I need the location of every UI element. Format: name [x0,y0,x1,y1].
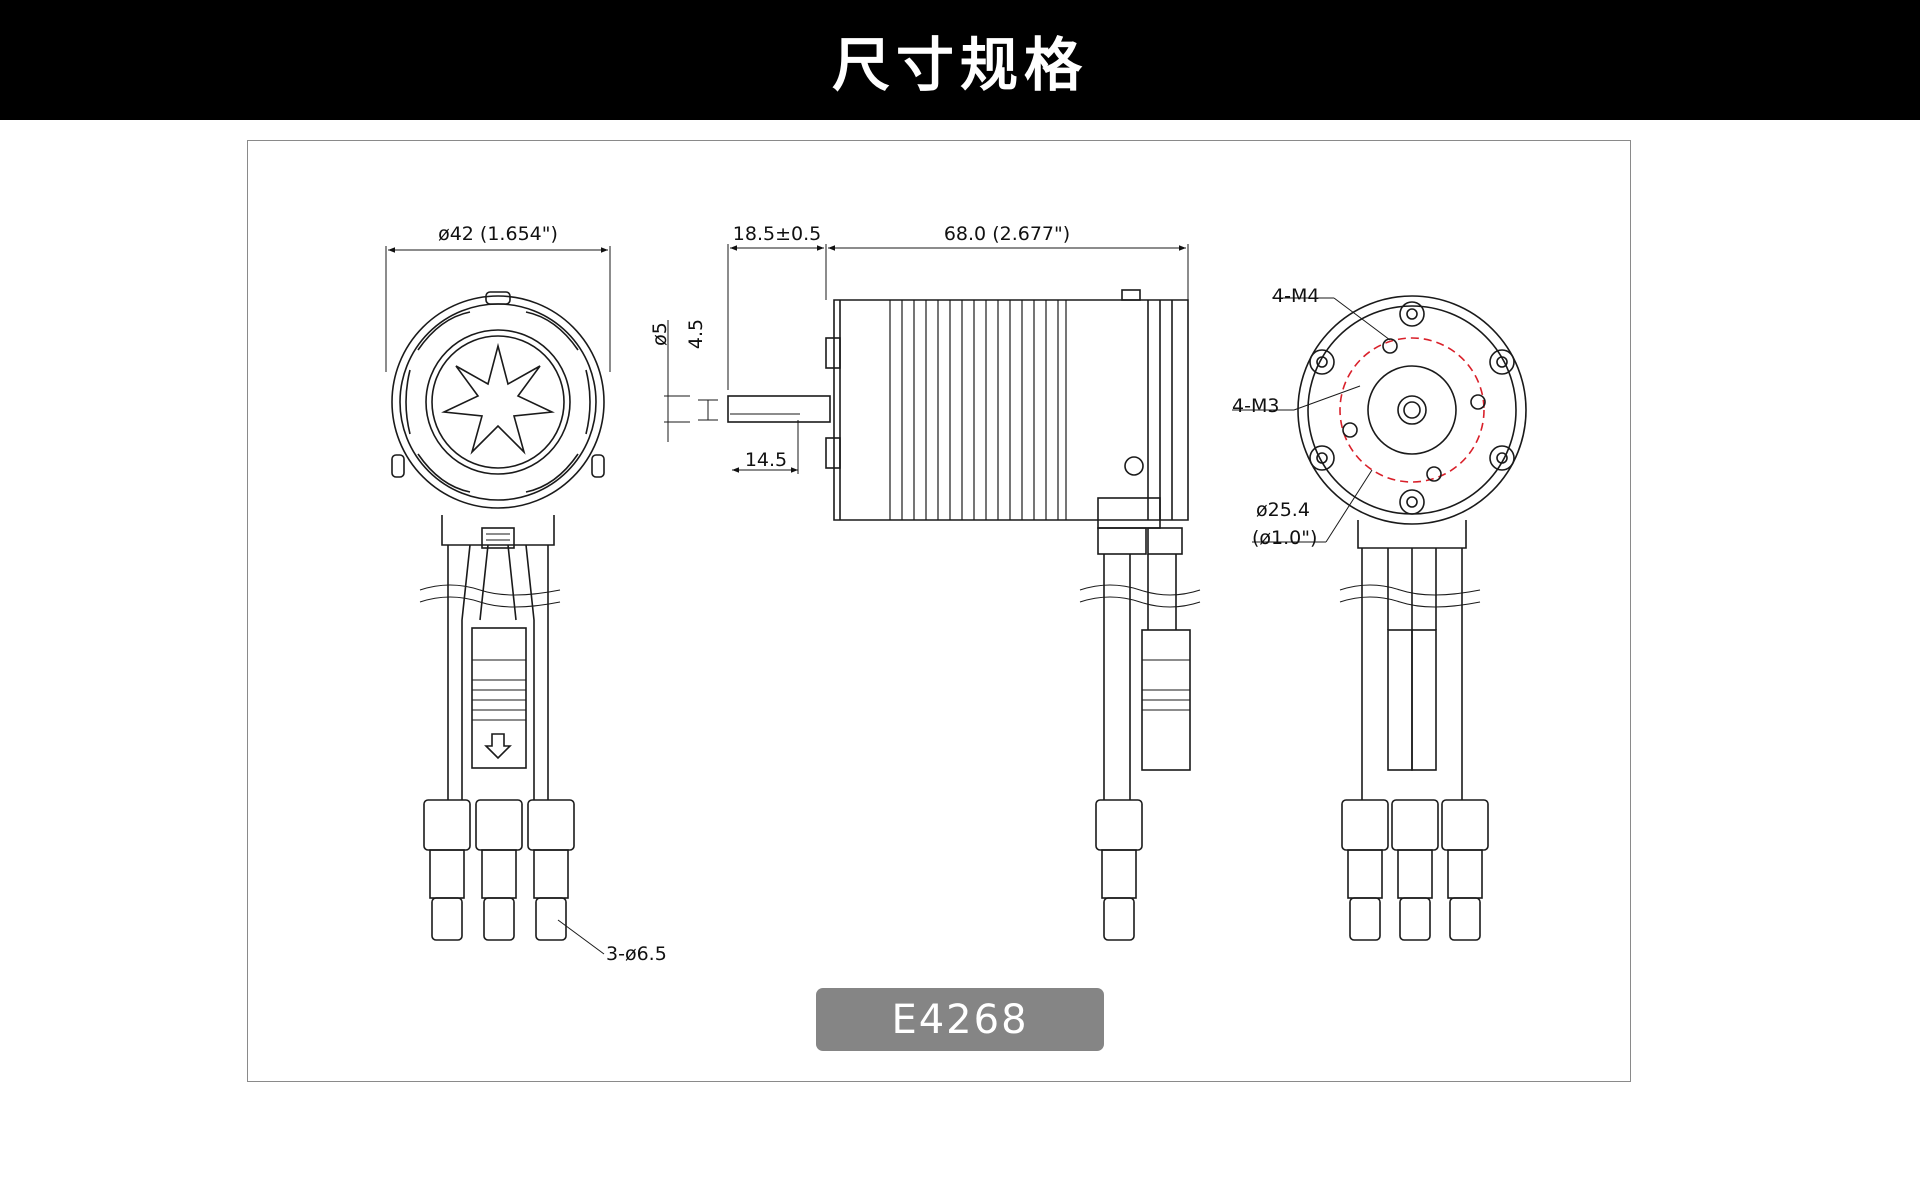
dim-body-length: 68.0 (2.677") [944,223,1070,245]
bolt-circle [1339,337,1485,483]
dim-flat-length: 14.5 [745,449,787,471]
dim-shaft-length: 18.5±0.5 [733,223,821,245]
dim-m3-holes: 4-M3 [1232,395,1279,417]
front-view [1232,295,1527,941]
side-view [664,244,1201,941]
dim-bolt-circle-mm: ø25.4 [1256,499,1310,521]
page-title: 尺寸规格 [831,31,1088,99]
dim-diameter: ø42 (1.654") [438,223,558,245]
dim-connectors: 3-ø6.5 [606,943,667,965]
header-bar: 尺寸规格 [0,0,1920,120]
rear-view [385,246,611,955]
dim-shaft-flat: 4.5 [685,319,707,349]
dim-shaft-diameter: ø5 [649,322,671,346]
drawing-frame [247,140,1631,1082]
model-badge: E4268 [816,988,1104,1051]
cooling-fins [889,300,1067,520]
dim-m4-holes: 4-M4 [1272,285,1319,307]
dim-bolt-circle-in: (ø1.0") [1252,527,1317,549]
